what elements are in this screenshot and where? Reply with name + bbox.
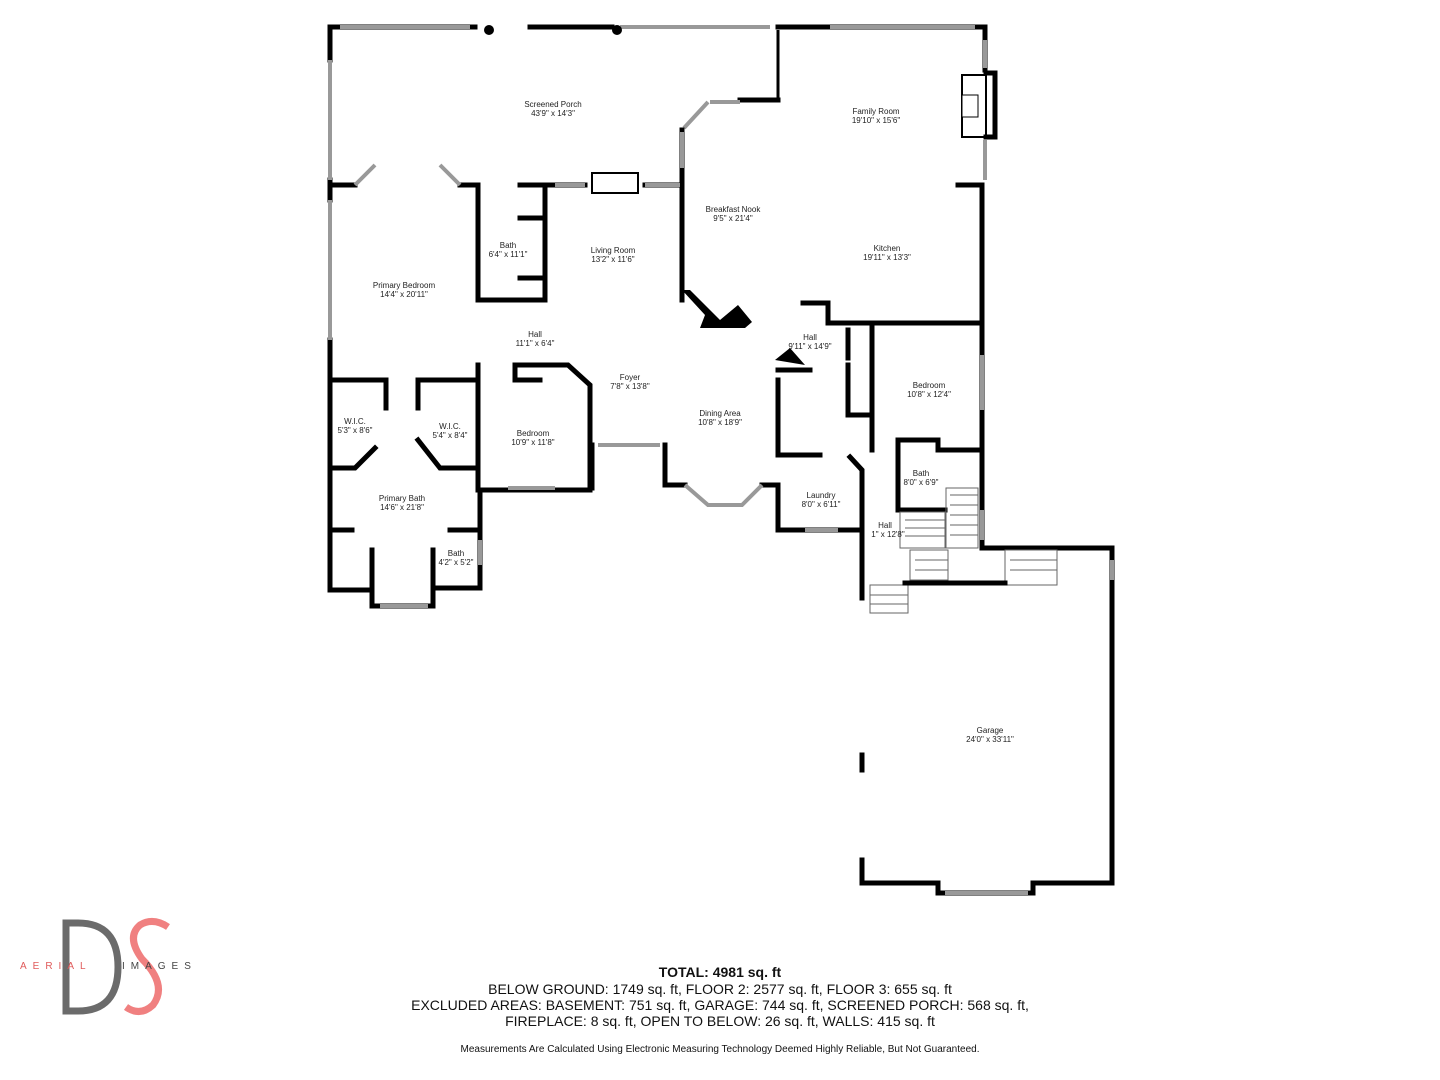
room-label: Hall bbox=[528, 330, 542, 339]
room-label: 11'1" x 6'4" bbox=[516, 339, 555, 348]
room-label: Garage bbox=[977, 726, 1004, 735]
room-label: Bath bbox=[913, 469, 929, 478]
room-label: 4'2" x 5'2" bbox=[439, 558, 474, 567]
room-label: 43'9" x 14'3" bbox=[531, 109, 575, 118]
room-label: 9'5" x 21'4" bbox=[713, 214, 753, 223]
room-label: Laundry bbox=[807, 491, 836, 500]
room-label: Bath bbox=[500, 241, 516, 250]
room-label: Breakfast Nook bbox=[706, 205, 762, 214]
room-label: 19'11" x 13'3" bbox=[863, 253, 911, 262]
room-label: W.I.C. bbox=[439, 422, 461, 431]
room-wic-2: W.I.C.5'4" x 8'4" bbox=[433, 422, 468, 440]
area-excluded-1: EXCLUDED AREAS: BASEMENT: 751 sq. ft, GA… bbox=[411, 997, 1029, 1013]
svg-text:AERIAL: AERIAL bbox=[20, 961, 92, 972]
room-label: Bedroom bbox=[517, 429, 550, 438]
room-label: 13'2" x 11'6" bbox=[591, 255, 634, 264]
room-label: Bedroom bbox=[913, 381, 946, 390]
room-label: Kitchen bbox=[874, 244, 901, 253]
total-area: TOTAL: 4981 sq. ft bbox=[658, 964, 782, 980]
area-breakdown-floors: BELOW GROUND: 1749 sq. ft, FLOOR 2: 2577… bbox=[488, 981, 952, 997]
room-label: Family Room bbox=[852, 107, 899, 116]
room-label: Primary Bedroom bbox=[373, 281, 436, 290]
stairs bbox=[869, 487, 1058, 614]
disclaimer: Measurements Are Calculated Using Electr… bbox=[460, 1044, 980, 1055]
room-label: 6'4" x 11'1" bbox=[489, 250, 528, 259]
room-label: Dining Area bbox=[699, 409, 741, 418]
room-label: Foyer bbox=[620, 373, 641, 382]
room-label: 8'0" x 6'9" bbox=[904, 478, 939, 487]
room-label: Screened Porch bbox=[524, 100, 581, 109]
room-label: 7'8" x 13'8" bbox=[610, 382, 650, 391]
room-label: Hall bbox=[803, 333, 817, 342]
room-label: 10'8" x 12'4" bbox=[907, 390, 951, 399]
room-wic-1: W.I.C.5'3" x 8'6" bbox=[338, 417, 373, 435]
room-label: 5'3" x 8'6" bbox=[338, 426, 373, 435]
room-label: Bath bbox=[448, 549, 464, 558]
room-label: 10'9" x 11'8" bbox=[511, 438, 554, 447]
room-label: 5'4" x 8'4" bbox=[433, 431, 468, 440]
room-label: 8'0" x 6'11" bbox=[802, 500, 841, 509]
room-label: 24'0" x 33'11" bbox=[966, 735, 1014, 744]
room-label: 10'8" x 18'9" bbox=[698, 418, 742, 427]
area-excluded-2: FIREPLACE: 8 sq. ft, OPEN TO BELOW: 26 s… bbox=[505, 1013, 935, 1029]
ds-aerial-images-logo: AERIAL IMAGES bbox=[20, 918, 197, 1015]
svg-text:IMAGES: IMAGES bbox=[122, 961, 197, 972]
room-label: Hall bbox=[878, 521, 892, 530]
room-label: 14'4" x 20'11" bbox=[380, 290, 428, 299]
room-label: 9'11" x 14'9" bbox=[788, 342, 831, 351]
room-label: 19'10" x 15'6" bbox=[852, 116, 900, 125]
room-label: 1" x 12'8" bbox=[871, 530, 905, 539]
room-label: W.I.C. bbox=[344, 417, 366, 426]
room-label: Living Room bbox=[591, 246, 636, 255]
walls bbox=[327, 24, 1115, 896]
room-label: 14'6" x 21'8" bbox=[380, 503, 424, 512]
room-label: Primary Bath bbox=[379, 494, 425, 503]
